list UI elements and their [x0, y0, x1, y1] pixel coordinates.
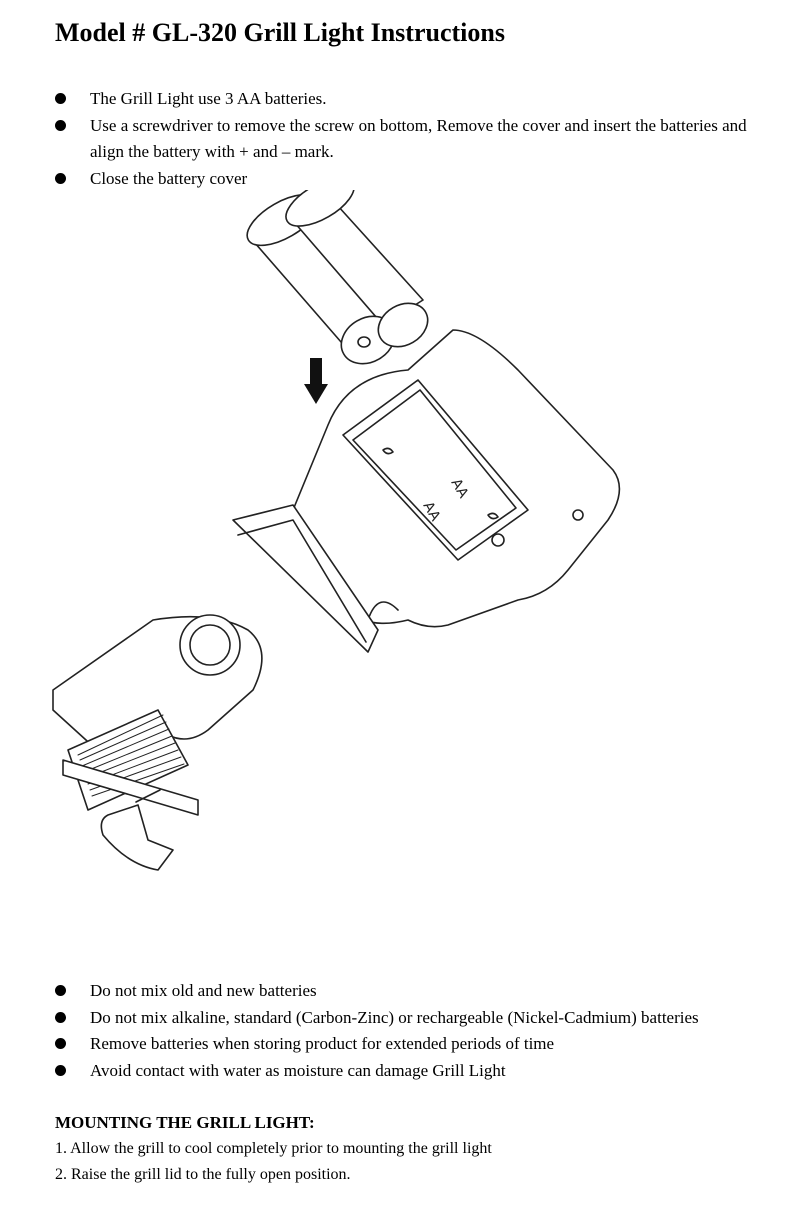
list-item-text: The Grill Light use 3 AA batteries. — [90, 89, 327, 108]
list-item-text: Use a screwdriver to remove the screw on… — [90, 115, 747, 162]
grill-clamp-illustration — [52, 504, 379, 871]
mounting-heading: MOUNTING THE GRILL LIGHT: — [55, 1113, 315, 1132]
bullet-icon — [55, 172, 66, 184]
list-item-text: Do not mix alkaline, standard (Carbon-Zi… — [90, 1007, 699, 1027]
aa-batteries-illustration — [246, 190, 429, 365]
document-title: Model # GL-320 Grill Light Instructions — [55, 18, 505, 47]
list-item: Use a screwdriver to remove the screw on… — [55, 113, 765, 166]
list-item-text: Remove batteries when storing product fo… — [90, 1034, 555, 1053]
list-item: Do not mix old and new batteries — [55, 978, 765, 1005]
bullet-icon — [55, 1038, 66, 1049]
list-item: 1. Allow the grill to cool completely pr… — [55, 1140, 492, 1157]
bullet-icon — [55, 93, 66, 104]
list-item: Do not mix alkaline, standard (Carbon-Zi… — [55, 1005, 765, 1032]
grill-light-battery-illustration: AA AA — [52, 190, 621, 871]
list-item-text: Avoid contact with water as moisture can… — [90, 1060, 506, 1080]
list-item: 2. Raise the grill lid to the fully open… — [55, 1166, 351, 1183]
bullet-icon — [55, 1011, 66, 1023]
list-item: Close the battery cover — [55, 166, 765, 193]
list-item-text: Close the battery cover — [90, 168, 248, 188]
mounting-steps-list: 1. Allow the grill to cool completely pr… — [55, 1136, 492, 1188]
list-item-text: Do not mix old and new batteries — [90, 981, 317, 1000]
down-arrow-icon — [304, 358, 328, 404]
list-item: The Grill Light use 3 AA batteries. — [55, 86, 765, 113]
battery-warnings-list: Do not mix old and new batteries Do not … — [55, 978, 765, 1084]
list-item: Remove batteries when storing product fo… — [55, 1031, 765, 1058]
list-item: Avoid contact with water as moisture can… — [55, 1058, 765, 1085]
bullet-icon — [55, 1064, 66, 1076]
bullet-icon — [55, 119, 66, 131]
battery-instructions-list: The Grill Light use 3 AA batteries. Use … — [55, 86, 765, 192]
bullet-icon — [55, 985, 66, 996]
